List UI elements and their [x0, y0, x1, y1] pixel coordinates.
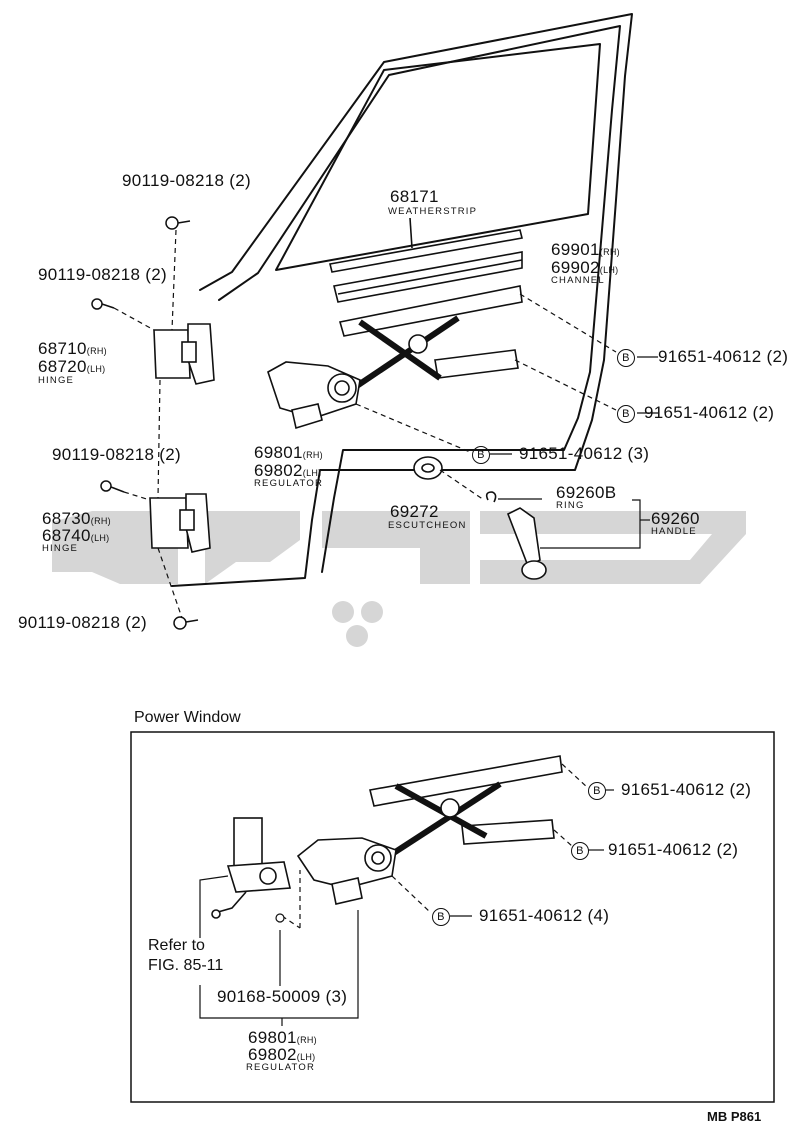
- bolt-label-top: 90119-08218 (2): [122, 171, 251, 190]
- b-marker: B: [617, 404, 635, 423]
- lh-tag: (LH): [296, 1052, 316, 1062]
- bolt-callout-c: B 91651-40612 (3): [472, 445, 649, 464]
- pw-bolt-number-3: 91651-40612 (4): [479, 906, 610, 925]
- lower-hinge-rh-value: 68730: [42, 509, 91, 528]
- bolt-number-b: 91651-40612 (2): [644, 403, 775, 422]
- upper-hinge-rh-value: 68710: [38, 339, 87, 358]
- regulator-lh-value: 69802: [254, 461, 303, 480]
- channel-name: CHANNEL: [551, 275, 605, 286]
- rh-tag: (RH): [296, 1035, 317, 1045]
- weatherstrip-part: [329, 217, 523, 273]
- lower-hinge-part: [149, 493, 211, 553]
- bolt-callout-a: B 91651-40612 (2): [617, 348, 788, 367]
- lh-tag: (LH): [302, 468, 322, 478]
- pw-leader-dashes: [281, 763, 589, 929]
- pw-regulator-lh: 69802(LH): [248, 1046, 315, 1063]
- refer-line-2: FIG. 85-11: [148, 957, 224, 974]
- lh-tag: (LH): [90, 533, 110, 543]
- pw-bolt-callout-3: B 91651-40612 (4): [432, 907, 609, 926]
- power-window-title: Power Window: [134, 709, 241, 726]
- weatherstrip-number: 68171: [390, 187, 439, 206]
- upper-hinge-rh: 68710(RH): [38, 340, 107, 357]
- pw-regulator-rh: 69801(RH): [248, 1029, 317, 1046]
- leader-dashes: [113, 229, 617, 619]
- handle-part: [485, 491, 547, 580]
- figure-code: MB P861: [707, 1109, 762, 1124]
- upper-hinge-part: [153, 323, 215, 385]
- handle-number: 69260: [651, 509, 700, 528]
- bolt-label-upper-hinge: 90119-08218 (2): [38, 265, 167, 284]
- lh-tag: (LH): [86, 364, 106, 374]
- rh-tag: (RH): [599, 247, 620, 257]
- pw-bolt-callout-1: B 91651-40612 (2): [588, 781, 751, 800]
- escutcheon-part: [413, 456, 443, 480]
- escutcheon-number: 69272: [390, 502, 439, 521]
- bolts: [91, 216, 199, 630]
- pw-screw-label: 90168-50009 (3): [217, 987, 348, 1006]
- leader-lines: [490, 356, 658, 549]
- b-marker: B: [617, 348, 635, 367]
- b-marker: B: [588, 781, 606, 800]
- channel-lh-number: 69902(LH): [551, 259, 618, 276]
- upper-hinge-name: HINGE: [38, 375, 75, 386]
- ring-number: 69260B: [556, 483, 617, 502]
- bolt-number-a: 91651-40612 (2): [658, 347, 789, 366]
- power-window-frame: [130, 731, 775, 1103]
- regulator-manual: [267, 285, 523, 430]
- bolt-number-c: 91651-40612 (3): [519, 444, 650, 463]
- ring-name: RING: [556, 500, 585, 511]
- lower-hinge-rh: 68730(RH): [42, 510, 111, 527]
- upper-hinge-lh: 68720(LH): [38, 358, 105, 375]
- bolt-label-lower-hinge: 90119-08218 (2): [52, 445, 181, 464]
- channel-rh-number: 69901(RH): [551, 241, 620, 258]
- lh-tag: (LH): [599, 265, 619, 275]
- pw-regulator-name: REGULATOR: [246, 1062, 316, 1073]
- pw-regulator-lh-value: 69802: [248, 1045, 297, 1064]
- regulator-lh: 69802(LH): [254, 462, 321, 479]
- weatherstrip-name: WEATHERSTRIP: [388, 206, 478, 217]
- escutcheon-name: ESCUTCHEON: [388, 520, 467, 531]
- upper-hinge-lh-value: 68720: [38, 357, 87, 376]
- rh-tag: (RH): [86, 346, 107, 356]
- lower-hinge-name: HINGE: [42, 543, 79, 554]
- bolt-callout-b: B 91651-40612 (2): [617, 404, 774, 423]
- bolt-label-bottom: 90119-08218 (2): [18, 613, 147, 632]
- handle-name: HANDLE: [651, 526, 697, 537]
- lower-hinge-lh-value: 68740: [42, 526, 91, 545]
- b-marker: B: [432, 907, 450, 926]
- regulator-rh: 69801(RH): [254, 444, 323, 461]
- regulator-name: REGULATOR: [254, 478, 324, 489]
- regulator-rh-value: 69801: [254, 443, 303, 462]
- rh-tag: (RH): [302, 450, 323, 460]
- pw-bolt-number-2: 91651-40612 (2): [608, 840, 739, 859]
- channel-rh-value: 69901: [551, 240, 600, 259]
- rh-tag: (RH): [90, 516, 111, 526]
- pw-leader-lines: [199, 789, 614, 1026]
- pw-motor: [211, 817, 291, 919]
- refer-line-1: Refer to: [148, 937, 205, 954]
- lower-hinge-lh: 68740(LH): [42, 527, 109, 544]
- b-marker: B: [571, 841, 589, 860]
- channel-lh-value: 69902: [551, 258, 600, 277]
- channel-part: [333, 251, 523, 303]
- pw-regulator: [296, 755, 563, 905]
- pw-bolt-callout-2: B 91651-40612 (2): [571, 841, 738, 860]
- b-marker: B: [472, 445, 490, 464]
- watermark-logo: [52, 511, 746, 647]
- pw-bolt-number-1: 91651-40612 (2): [621, 780, 752, 799]
- door-outline: [171, 13, 633, 587]
- pw-regulator-rh-value: 69801: [248, 1028, 297, 1047]
